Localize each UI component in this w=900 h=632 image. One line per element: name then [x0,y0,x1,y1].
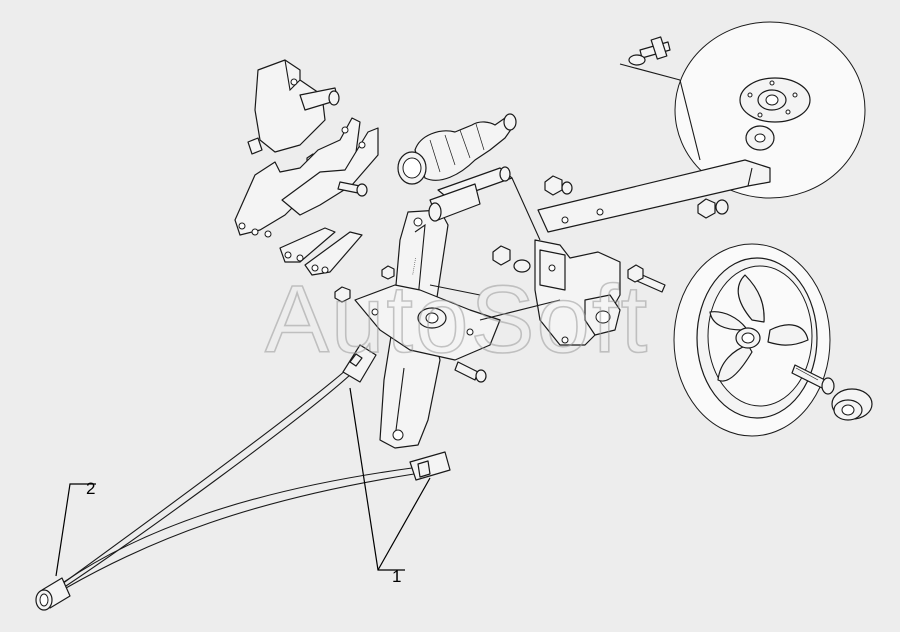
bellows [397,113,517,185]
disc-bolt [619,36,701,161]
svg-text:.........: ......... [408,257,418,276]
bracket-mount-bolt [337,181,368,197]
callout-1-label: 1 [392,567,401,586]
hub-cap [831,388,873,421]
callout-2: 2 [55,479,96,577]
nuts [306,153,729,303]
watermark-text: AutoSoft [265,266,649,373]
depth-wheel [673,243,831,437]
wheel-axle-bolt [791,364,835,395]
shank-housing [247,59,340,155]
wheel-bracket [534,239,621,346]
sensor-cable [35,344,451,611]
actuator-cylinder [428,166,513,222]
coulter-disc [674,21,866,199]
callout-2-label: 2 [86,479,95,498]
disc-arm [537,159,771,233]
pivot-bolt [454,361,487,383]
mount-brackets [234,117,379,276]
pivot-plate [354,284,561,361]
link-rod [511,177,541,241]
bracket-bolt [627,264,666,293]
callout-1: 1 [349,387,431,586]
